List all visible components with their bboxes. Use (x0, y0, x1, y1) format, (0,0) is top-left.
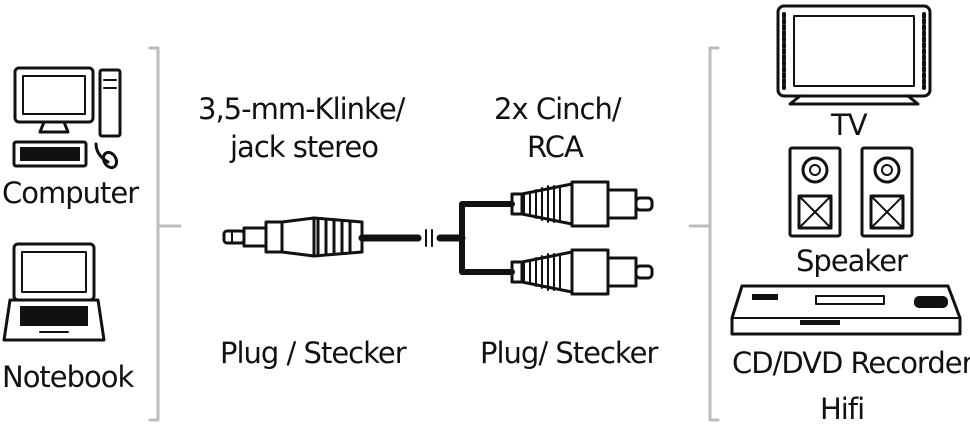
plug-right-label: Plug/ Stecker (480, 336, 658, 370)
recorder-label: CD/DVD Recorder (732, 346, 970, 380)
right-bracket (688, 46, 720, 422)
hifi-label: Hifi (820, 392, 865, 426)
jack-label-line1: 3,5-mm-Klinke/ (198, 92, 405, 126)
rca-plug-top-icon (510, 180, 654, 228)
tv-label: TV (831, 108, 868, 142)
tv-icon (776, 4, 932, 106)
plug-left-label: Plug / Stecker (220, 336, 407, 370)
speaker-left-icon (788, 146, 842, 238)
recorder-icon (730, 284, 962, 336)
jack-label-line2: jack stereo (230, 130, 379, 164)
notebook-icon (2, 242, 106, 342)
computer-label: Computer (2, 176, 139, 210)
notebook-label: Notebook (2, 360, 134, 394)
computer-icon (12, 66, 122, 170)
rca-label-line2: RCA (527, 130, 584, 164)
left-bracket (148, 46, 182, 422)
rca-plug-bottom-icon (510, 248, 654, 296)
speaker-right-icon (860, 146, 914, 238)
jack-plug-icon (222, 216, 364, 258)
speaker-label: Speaker (796, 244, 908, 278)
cable (358, 201, 515, 275)
rca-label-line1: 2x Cinch/ (494, 92, 622, 126)
